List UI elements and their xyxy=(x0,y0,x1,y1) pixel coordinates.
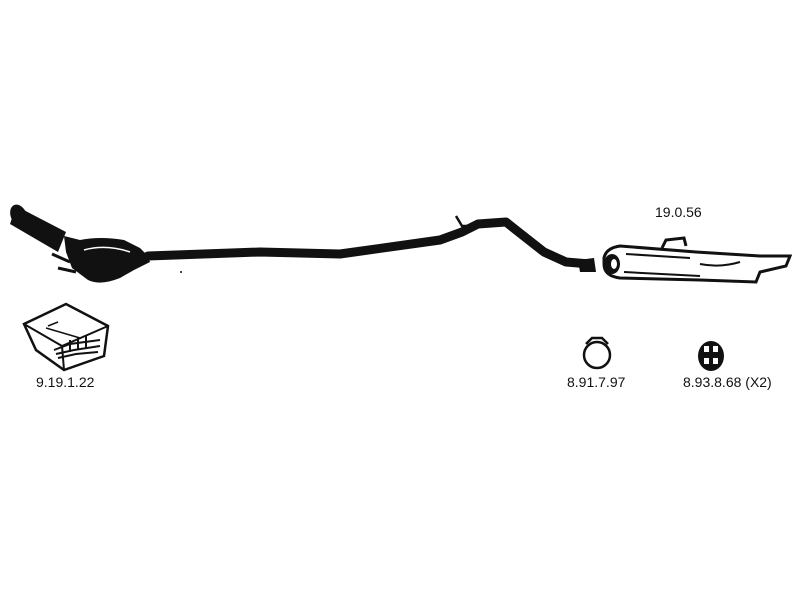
clamp-part-number: 8.91.7.97 xyxy=(567,374,626,390)
middle-pipe xyxy=(143,217,595,269)
muffler-hanger xyxy=(660,236,688,249)
fitting-kit-box xyxy=(22,302,110,372)
muffler-part-number: 19.0.56 xyxy=(655,204,702,220)
fitting-kit-part-number: 9.19.1.22 xyxy=(36,374,95,390)
rear-muffler xyxy=(602,236,793,284)
front-pipe-assembly xyxy=(10,204,596,283)
pipe-hanger-bracket xyxy=(454,215,472,233)
clamp-icon xyxy=(582,336,612,370)
pipe-rear-end xyxy=(578,258,596,272)
catalytic-converter xyxy=(64,236,150,283)
front-flange xyxy=(10,204,66,252)
hanger-part-number: 8.93.8.68 (X2) xyxy=(683,374,772,390)
sensor-boss xyxy=(51,252,77,274)
rubber-hanger-icon xyxy=(698,341,724,371)
